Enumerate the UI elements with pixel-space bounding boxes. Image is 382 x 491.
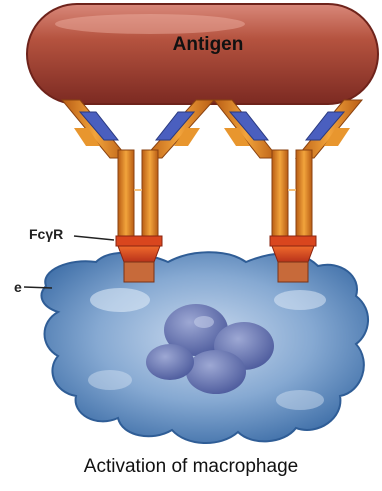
caption: Activation of macrophage [0,456,382,478]
antibody-right [214,100,362,238]
macrophage [42,252,369,443]
macrophage-leader-line [24,287,52,288]
macrophage-label-fragment: e [14,279,22,295]
antibody-left [62,100,214,238]
nucleus-lobe [146,344,194,380]
antigen-label: Antigen [0,34,382,56]
nucleus-lobe [186,350,246,394]
receptor-leader-line [74,236,114,240]
fc-receptor-label: FcγR [29,226,63,242]
